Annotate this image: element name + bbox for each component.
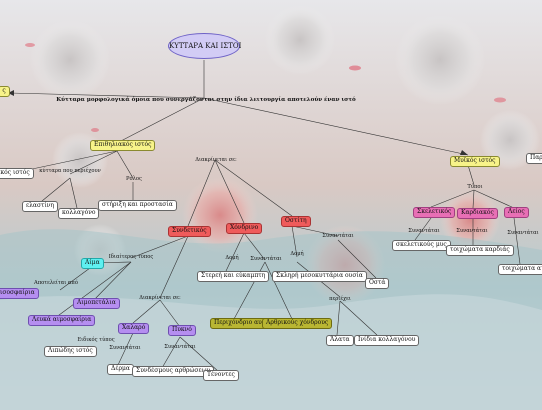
skin-node[interactable]: Δέρμα	[107, 364, 134, 375]
label-found-smooth: Συναντάται	[507, 230, 539, 236]
vessel-walls-node[interactable]: τοιχώματα αγγεί	[498, 264, 542, 275]
label-structure-cartilage: Δομή	[225, 255, 239, 261]
blood-node[interactable]: Αίμα	[81, 258, 104, 269]
left-partial-node[interactable]: ικός ιστός	[0, 168, 34, 179]
collagen-node[interactable]: κολλαγόνο	[58, 208, 100, 219]
articular-cartilage-node[interactable]: Αρθρικούς χόνδρους	[262, 318, 333, 329]
title-node[interactable]: ΚΥΤΤΑΡΑ ΚΑΙ ΙΣΤΟΙ	[168, 33, 241, 59]
smooth-muscle-node[interactable]: Λείος	[504, 207, 529, 218]
label-contains-fibers: κύτταρα που περιέχουν	[39, 168, 101, 174]
muscle-node[interactable]: Μυϊκός ιστός	[450, 156, 500, 167]
label-special-liquid: Ιδιαίτερος τύπος	[108, 254, 154, 260]
label-found-cardiac: Συναντάται	[456, 228, 488, 234]
skeletal-location-node[interactable]: σκελετικούς μυς	[392, 240, 451, 251]
solid-flexible-node[interactable]: Στερεή και εύκαμπτη	[197, 271, 270, 282]
label-found-bone: Συναντάται	[322, 233, 354, 239]
bones-node[interactable]: Οστά	[365, 278, 390, 289]
label-found-dense: Συναντάται	[164, 344, 196, 350]
label-divided: Διακρίνεται σε:	[139, 295, 181, 301]
loose-node[interactable]: Χαλαρό	[118, 323, 150, 334]
ligaments-node[interactable]: Συνδέσμους αρθρώσεων	[132, 366, 215, 377]
collagen-fibers-node[interactable]: Ινίδια κολλαγόνου	[354, 335, 420, 346]
label-found-cartilage: Συναντάται	[250, 256, 282, 262]
salts-node[interactable]: Άλατα	[326, 335, 354, 346]
label-found-loose: Συναντάται	[109, 345, 141, 351]
label-types: Τύποι	[467, 184, 483, 190]
skeletal-muscle-node[interactable]: Σκελετικός	[413, 207, 456, 218]
tissue-definition-label: Κύτταρα μορφολογικά όμοια που συνεργάζον…	[56, 97, 356, 103]
cartilage-node[interactable]: Χόνδρινο	[226, 223, 263, 234]
right-partial-node[interactable]: Παρα	[526, 153, 542, 164]
label-contains: περιέχει	[329, 296, 351, 302]
fat-tissue-node[interactable]: Λιπώδης ιστός	[44, 346, 97, 357]
connective-node[interactable]: Συνδετικός	[168, 226, 211, 237]
label-role: Ρόλος	[126, 176, 142, 182]
white-cells-node[interactable]: Λευκά αιμοσφαίρια	[28, 315, 96, 326]
epithelial-node[interactable]: Επιθηλιακός ιστός	[90, 140, 156, 151]
left-tissue-node[interactable]: ς	[0, 86, 10, 97]
platelets-node[interactable]: Αιμοπετάλια	[73, 298, 120, 309]
elastin-node[interactable]: ελαστίνη	[22, 201, 58, 212]
label-special-type: Ειδικός τύπος	[77, 337, 115, 343]
cardiac-muscle-node[interactable]: Καρδιακός	[457, 208, 498, 219]
label-found-skeletal: Συναντάται	[408, 228, 440, 234]
dense-node[interactable]: Πυκνό	[168, 325, 196, 336]
hard-substance-node[interactable]: Σκληρή μεσοκυττάρια ουσία	[272, 271, 367, 282]
bone-node[interactable]: Οστίτη	[281, 216, 311, 227]
heart-walls-node[interactable]: τοιχώματα καρδιάς	[446, 245, 514, 256]
label-structure-bone: Δομή	[290, 251, 304, 257]
label-consists-of: Αποτελείται από	[34, 280, 78, 286]
red-cells-node[interactable]: ισοσφαίρια	[0, 288, 39, 299]
tendons-node[interactable]: Τένοντες	[203, 370, 239, 381]
label-distinguished: Διακρίνεται σε:	[195, 157, 237, 163]
support-protection-node[interactable]: στήριξη και προστασία	[98, 200, 177, 211]
